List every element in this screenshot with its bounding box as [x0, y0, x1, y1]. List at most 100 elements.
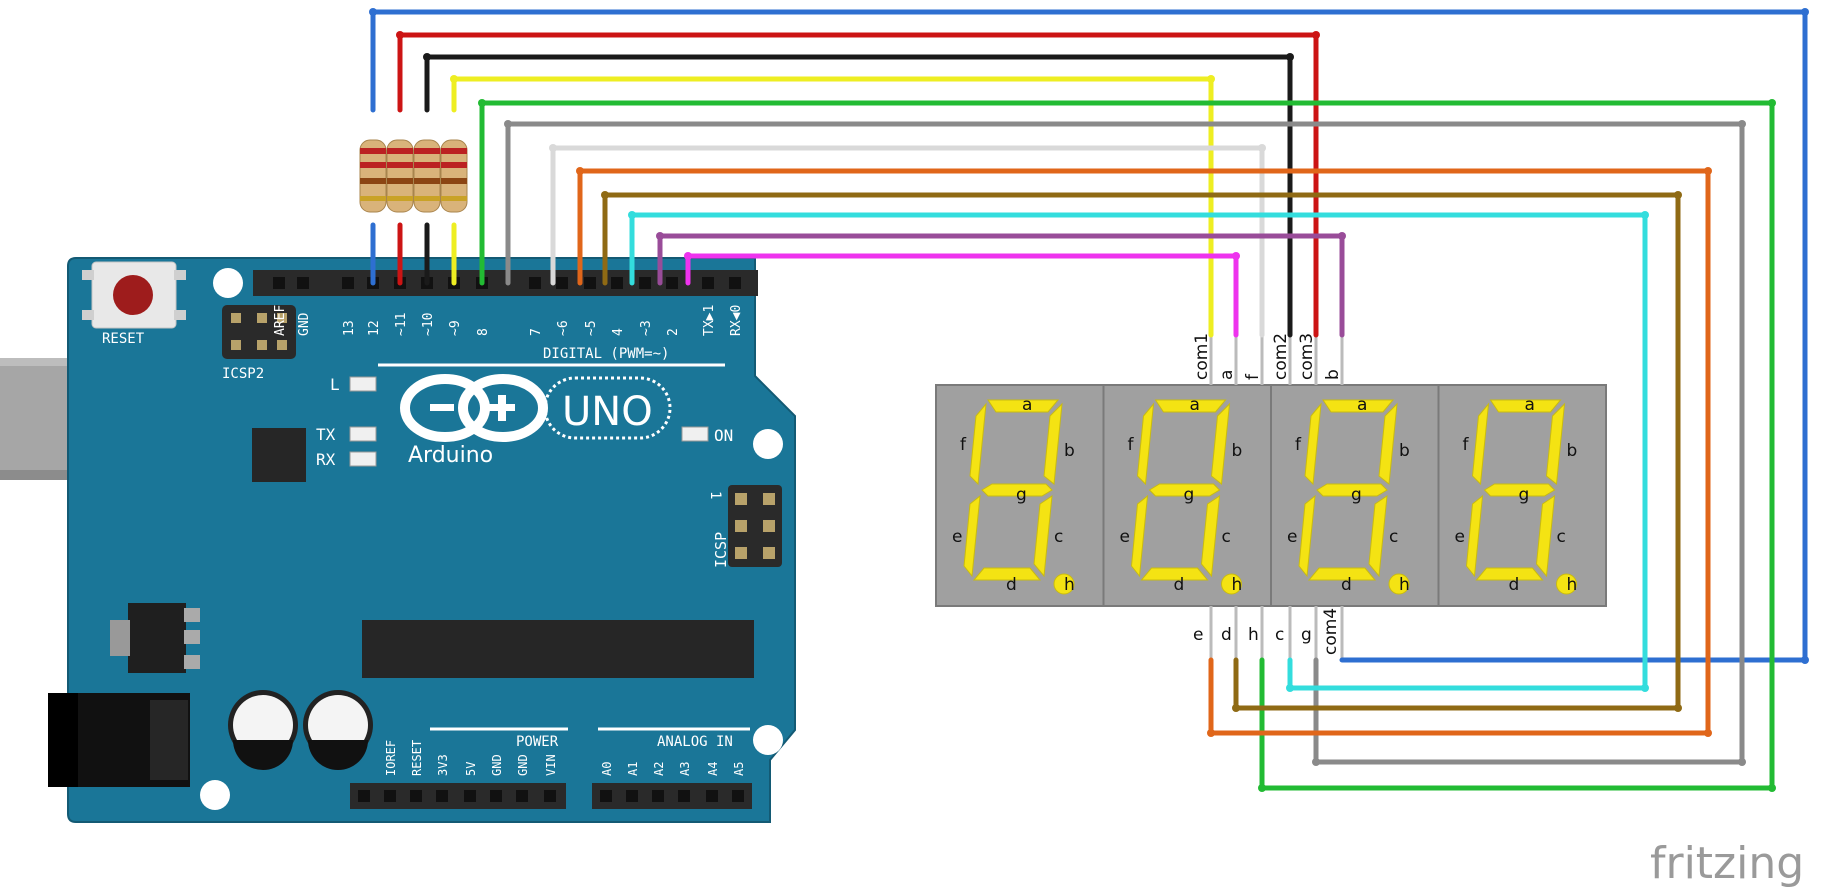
analog-label: ANALOG IN: [657, 734, 733, 750]
power-pin-label: GND: [490, 754, 504, 776]
digital-pin-label: ~9: [448, 320, 463, 336]
reset-button[interactable]: [82, 261, 186, 329]
segment-label: e: [1287, 527, 1297, 547]
display-pin-label: com4: [1321, 608, 1341, 655]
mount-hole: [200, 780, 230, 810]
segment-label: d: [1509, 575, 1520, 595]
decimal-point: [1221, 573, 1242, 595]
segment-label: g: [1016, 485, 1027, 505]
analog-header: [592, 783, 752, 809]
power-pin-label: 5V: [464, 762, 478, 776]
resistor: [386, 139, 414, 213]
digital-pin-label: 2: [666, 328, 681, 336]
segment-label: a: [1525, 395, 1535, 415]
segment: [972, 567, 1042, 581]
segment-label: e: [952, 527, 962, 547]
segment: [981, 483, 1053, 497]
power-jack: [48, 693, 190, 787]
segment: [1304, 402, 1322, 486]
segment-label: c: [1557, 527, 1566, 547]
segment-label: c: [1054, 527, 1063, 547]
power-pin-label: RESET: [410, 740, 424, 776]
atmega-chip: [362, 620, 754, 678]
segment-label: f: [1295, 435, 1302, 455]
analog-pin-label: A1: [626, 762, 640, 776]
capacitor: [228, 690, 298, 770]
segment-label: a: [1022, 395, 1032, 415]
segment: [969, 402, 987, 486]
magenta-wire: [685, 253, 1239, 338]
mount-hole: [753, 725, 783, 755]
green-wire: [479, 100, 1775, 791]
digital-pin-label: ~3: [639, 320, 654, 336]
gray-wire: [505, 121, 1745, 765]
display-pin-label: e: [1193, 625, 1203, 645]
icsp2-header: [222, 305, 296, 359]
segment-label: b: [1567, 441, 1578, 461]
digital-pin-label: GND: [297, 312, 312, 336]
segment: [1307, 567, 1377, 581]
arduino-board: RESET ICSP2 L TX RX ON: [0, 257, 796, 823]
segment-label: h: [1232, 575, 1243, 595]
segment: [1535, 494, 1556, 578]
segment: [1130, 494, 1149, 578]
digital-pin-label: ~5: [584, 320, 599, 336]
segment-label: e: [1455, 527, 1465, 547]
segment: [1154, 399, 1227, 413]
power-pin-label: VIN: [544, 754, 558, 776]
analog-pin-label: A2: [652, 762, 666, 776]
segment: [1483, 483, 1556, 497]
digital-pin-label: 4: [611, 328, 626, 336]
segment: [1136, 402, 1155, 486]
display-pin-label: com1: [1192, 333, 1212, 380]
segment: [1465, 494, 1484, 578]
led-l-label: L: [330, 375, 340, 394]
led-on-label: ON: [714, 426, 733, 445]
segment: [1471, 402, 1490, 486]
segment-label: f: [1128, 435, 1135, 455]
brown-wire: [602, 192, 1681, 711]
display-pin-label: c: [1275, 625, 1284, 645]
digital-pin-label: 7: [529, 328, 544, 336]
purple-wire: [657, 233, 1345, 338]
power-label: POWER: [516, 734, 559, 750]
digital-pin-label: AREF: [273, 305, 288, 336]
segment: [1316, 483, 1388, 497]
mount-hole: [213, 268, 243, 298]
digital-pin-label: RX◀0: [729, 305, 744, 336]
decimal-point: [1053, 573, 1075, 595]
board-name-label: Arduino: [408, 443, 493, 468]
segment-label: h: [1567, 575, 1578, 595]
digital-pin-label: TX▶1: [702, 305, 717, 336]
power-pin-label: GND: [516, 754, 530, 776]
digital-pin-label: ~10: [421, 313, 436, 336]
segment: [1210, 402, 1231, 485]
analog-pin-label: A5: [732, 762, 746, 776]
yellow-wire: [451, 76, 1214, 338]
cyan-wire: [629, 212, 1648, 691]
capacitor: [303, 690, 373, 770]
power-pin-label: IOREF: [384, 740, 398, 776]
resistors: [359, 139, 468, 213]
display-pin-label: g: [1301, 625, 1312, 645]
led-tx-label: TX: [316, 425, 336, 444]
led-on: [681, 426, 709, 442]
segment-label: c: [1222, 527, 1231, 547]
segment: [1140, 567, 1209, 581]
segment-label: b: [1232, 441, 1243, 461]
segment: [1200, 494, 1221, 578]
decimal-point: [1556, 573, 1577, 595]
segment-label: c: [1389, 527, 1398, 547]
segment-label: d: [1006, 575, 1017, 595]
segment-label: a: [1190, 395, 1200, 415]
digital-pin-label: ~6: [556, 320, 571, 336]
reset-label: RESET: [102, 331, 145, 347]
